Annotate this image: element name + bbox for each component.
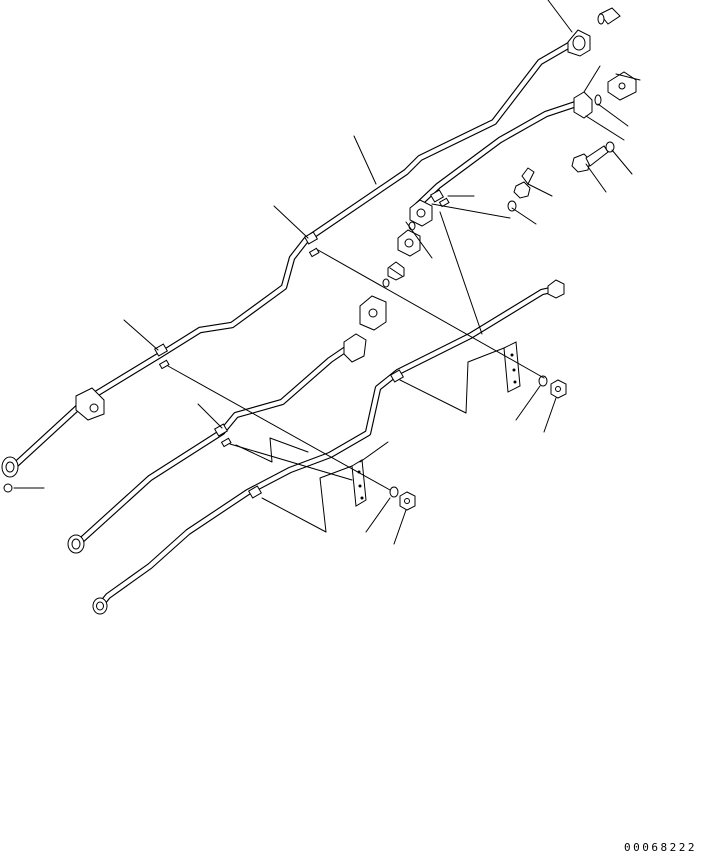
washer <box>538 375 548 387</box>
lower-pipe-top-nut <box>547 279 565 299</box>
clamp <box>389 369 405 383</box>
bracket-outline <box>399 347 505 414</box>
main-pipe-block <box>75 387 105 421</box>
clamp <box>213 423 232 448</box>
main-pipe-end-fitting <box>1 456 19 478</box>
nut <box>550 379 567 399</box>
flange <box>397 229 421 257</box>
bracket <box>351 459 367 507</box>
elbow <box>359 295 387 331</box>
main-pipe-top-flange <box>567 29 591 57</box>
lower-pipe-end-fitting <box>92 597 108 615</box>
nut <box>399 491 416 511</box>
o-ring <box>408 221 416 231</box>
lower-pipe <box>96 284 564 610</box>
pump-pipe <box>72 341 356 549</box>
bracket-outline <box>261 465 353 533</box>
flange <box>409 199 433 227</box>
upper-pipe-flange <box>573 91 602 119</box>
drawing-code: 00068222 <box>624 841 697 854</box>
washer <box>507 200 517 212</box>
bolt <box>513 167 535 199</box>
clamp <box>153 343 170 370</box>
adapter <box>387 261 405 281</box>
pump-pipe-end-fitting <box>67 534 85 554</box>
upper-right-fitting <box>607 71 637 101</box>
bracket-outline <box>235 437 309 463</box>
leader-lines <box>13 0 641 545</box>
bracket <box>503 341 521 393</box>
washer <box>389 486 399 498</box>
upper-pipe <box>414 100 580 209</box>
o-ring <box>3 483 13 493</box>
clamp <box>247 485 263 499</box>
top-pipe-stub <box>597 7 621 25</box>
clamp <box>303 231 320 258</box>
pump-pipe-flange <box>343 333 367 363</box>
o-ring <box>382 278 390 288</box>
clamp <box>429 189 450 208</box>
bolt <box>571 145 609 173</box>
